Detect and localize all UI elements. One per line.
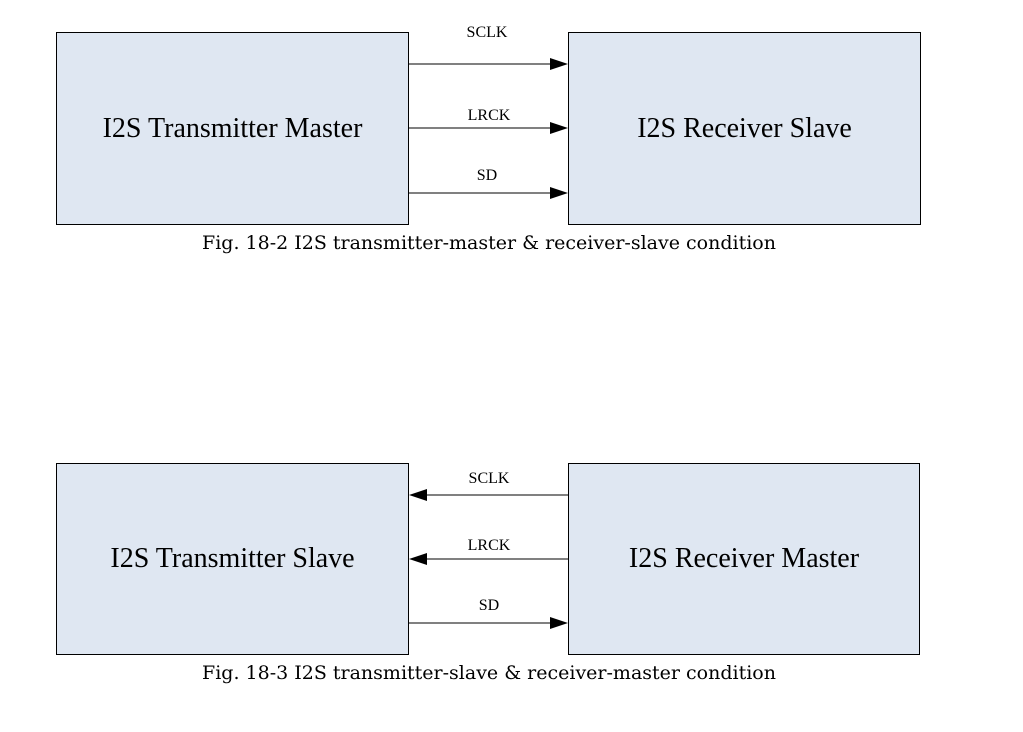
fig2-lrck-label: LRCK (468, 537, 511, 554)
fig1-sd-label: SD (477, 167, 497, 184)
fig1-sclk-label: SCLK (467, 24, 508, 41)
fig1-signal-sclk: SCLK (409, 24, 568, 70)
fig2-transmitter-slave-block: I2S Transmitter Slave (56, 463, 409, 655)
fig2-signal-lrck: LRCK (409, 537, 568, 565)
fig2-sd-arrowhead (550, 617, 568, 629)
fig2-sclk-arrowhead (409, 489, 427, 501)
fig1-transmitter-master-block: I2S Transmitter Master (56, 32, 409, 225)
fig1-caption: Fig. 18-2 I2S transmitter-master & recei… (202, 232, 776, 254)
fig1-signal-sd: SD (409, 167, 568, 199)
fig1-lrck-label: LRCK (468, 107, 511, 124)
fig2-caption: Fig. 18-3 I2S transmitter-slave & receiv… (202, 662, 776, 684)
fig2-receiver-master-block: I2S Receiver Master (568, 463, 920, 655)
fig1-lrck-arrowhead (550, 122, 568, 134)
fig1-sd-arrowhead (550, 187, 568, 199)
fig2-sd-label: SD (479, 597, 499, 614)
fig1-signal-lrck: LRCK (409, 107, 568, 134)
fig1-receiver-slave-block: I2S Receiver Slave (568, 32, 921, 225)
fig2-signal-sd: SD (409, 597, 568, 629)
fig1-sclk-arrowhead (550, 58, 568, 70)
fig2-sclk-label: SCLK (469, 470, 510, 487)
fig2-signal-sclk: SCLK (409, 470, 568, 501)
fig2-lrck-arrowhead (409, 553, 427, 565)
